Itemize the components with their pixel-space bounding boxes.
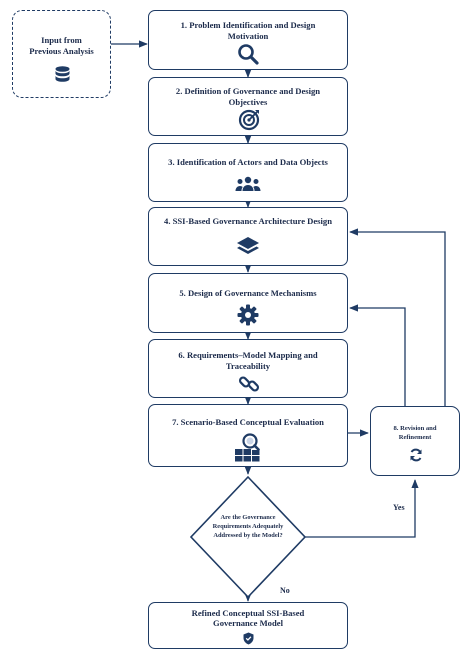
- users-icon: [235, 176, 261, 197]
- shield-icon: [243, 632, 254, 650]
- step-7-label: 7. Scenario-Based Conceptual Evaluation: [172, 417, 324, 427]
- step-4-box: 4. SSI-Based Governance Architecture Des…: [148, 207, 348, 266]
- target-icon: [238, 109, 260, 136]
- link-icon: [238, 373, 260, 400]
- blocks-search-icon: [234, 432, 262, 467]
- step-6-label: 6. Requirements–Model Mapping and Tracea…: [178, 350, 318, 371]
- final-label: Refined Conceptual SSI-Based Governance …: [191, 608, 305, 628]
- step-5-label: 5. Design of Governance Mechanisms: [179, 288, 317, 298]
- revision-box: 8. Revision and Refinement: [370, 406, 460, 476]
- arrow-revision-to-step5: [349, 304, 406, 406]
- step-1-label: 1. Problem Identification and Design Mot…: [180, 20, 316, 41]
- step-7-box: 7. Scenario-Based Conceptual Evaluation: [148, 404, 348, 467]
- decision-label: Are the Governance Requirements Adequate…: [212, 514, 284, 539]
- refresh-icon: [409, 448, 423, 467]
- input-box-label: Input from Previous Analysis: [29, 35, 94, 56]
- step-2-box: 2. Definition of Governance and Design O…: [148, 77, 348, 136]
- arrow-revision-to-step4: [349, 228, 446, 406]
- decision-diamond: [189, 475, 307, 599]
- gear-icon: [237, 304, 259, 331]
- yes-label: Yes: [393, 503, 405, 512]
- step-1-box: 1. Problem Identification and Design Mot…: [148, 10, 348, 70]
- database-icon: [55, 66, 70, 89]
- step-5-box: 5. Design of Governance Mechanisms: [148, 273, 348, 333]
- step-6-box: 6. Requirements–Model Mapping and Tracea…: [148, 339, 348, 398]
- step-3-label: 3. Identification of Actors and Data Obj…: [168, 157, 328, 167]
- no-label: No: [280, 586, 290, 595]
- layers-icon: [236, 236, 260, 263]
- revision-label: 8. Revision and Refinement: [393, 425, 437, 441]
- step-3-box: 3. Identification of Actors and Data Obj…: [148, 143, 348, 202]
- final-box: Refined Conceptual SSI-Based Governance …: [148, 602, 348, 649]
- search-icon: [237, 43, 259, 70]
- arrow-decision-yes-to-revision: [305, 479, 419, 538]
- input-box: Input from Previous Analysis: [12, 10, 111, 98]
- step-4-label: 4. SSI-Based Governance Architecture Des…: [164, 216, 332, 226]
- step-2-label: 2. Definition of Governance and Design O…: [175, 86, 321, 107]
